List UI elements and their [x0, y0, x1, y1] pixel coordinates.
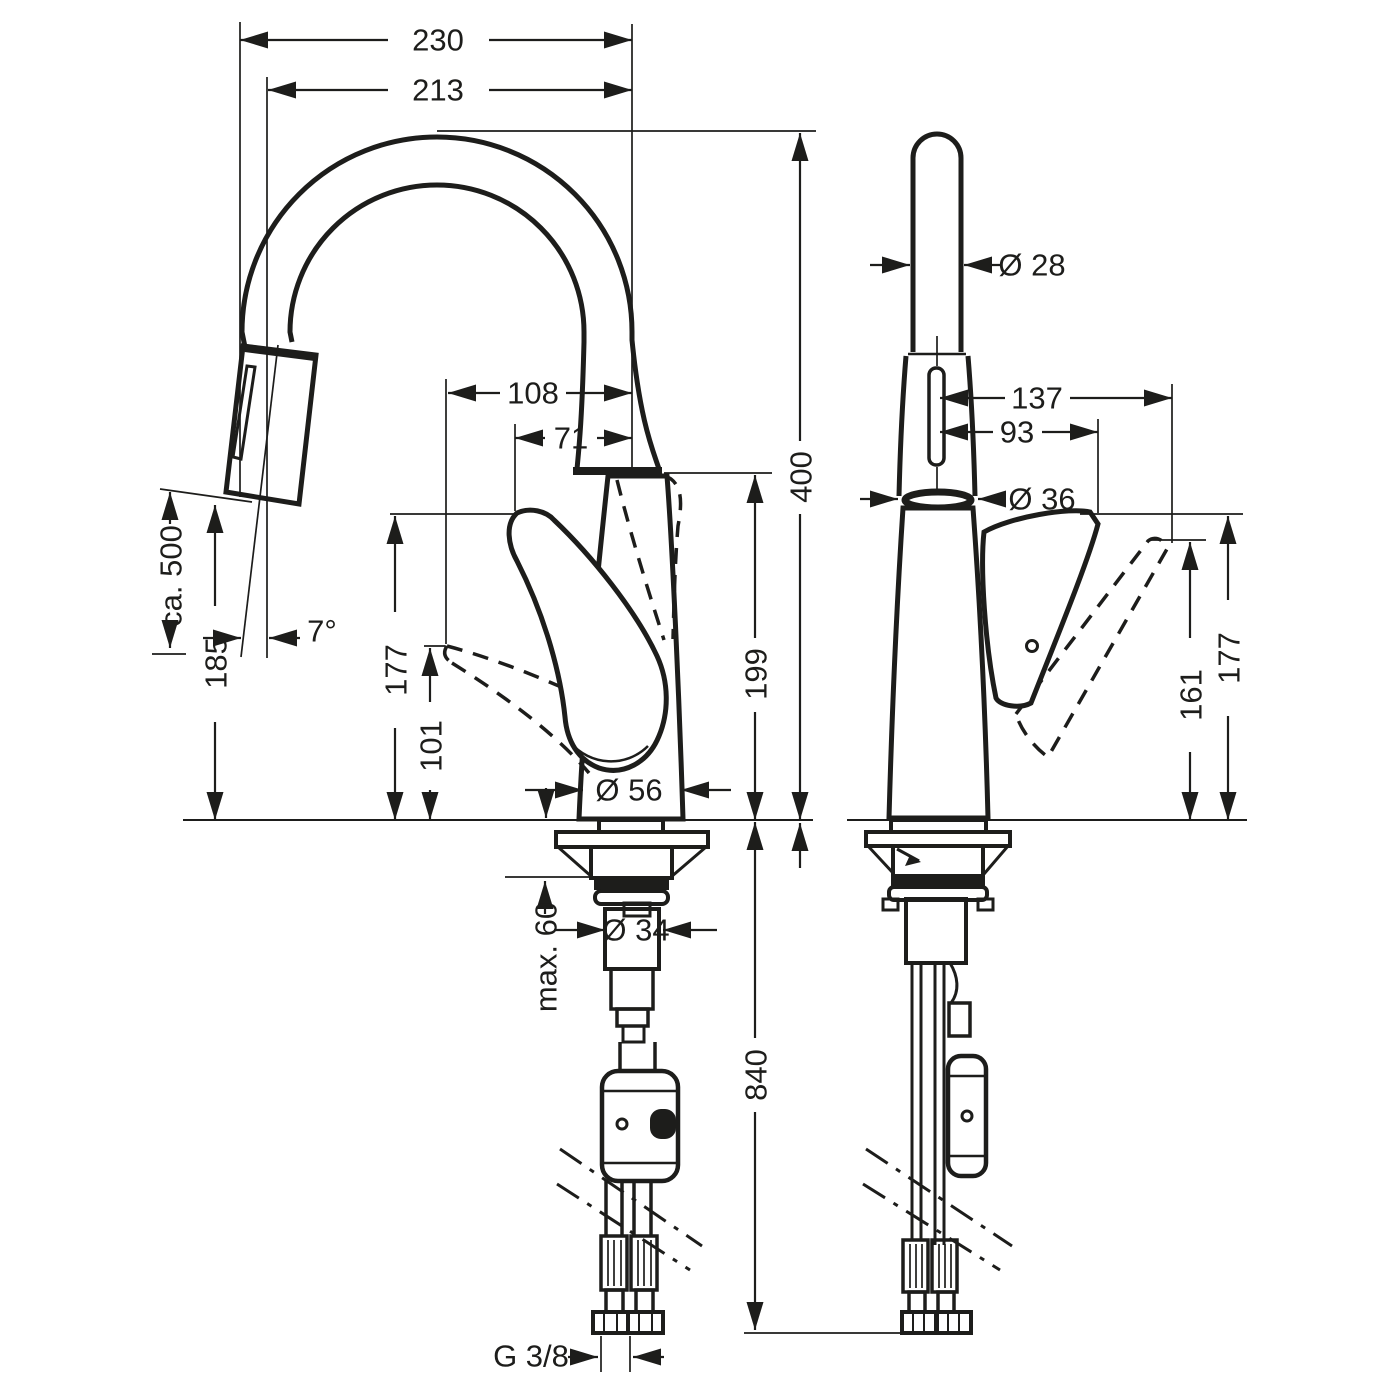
dim-label-230: 230 — [412, 23, 464, 58]
cut-plane-side-1 — [865, 1147, 1013, 1248]
dim-label-840: 840 — [739, 1049, 774, 1101]
dim-400: 400 — [784, 133, 819, 868]
dim-137: 137 — [940, 381, 1172, 416]
handle-pivot-screw — [1025, 639, 1039, 653]
dim-108: 108 — [448, 376, 632, 411]
check-valve-side — [945, 1053, 989, 1179]
hose-connector-2 — [621, 1024, 646, 1044]
spout-arc-inner — [287, 182, 587, 470]
valve-hole-side — [960, 1109, 974, 1123]
connection-nut-side-2 — [935, 1310, 973, 1335]
dim-label-71: 71 — [554, 421, 588, 456]
collar-left-side — [896, 355, 909, 497]
dim-ca500: ca. 500 — [152, 492, 189, 655]
dim-label-ca500: ca. 500 — [154, 525, 189, 627]
mount-block — [589, 845, 674, 880]
handle-dashed-low-top — [446, 644, 607, 710]
front-dimensions: 230 213 108 71 400 — [152, 22, 900, 1374]
dim-dia56: Ø 56 — [525, 773, 731, 808]
dim-230: 230 — [240, 23, 632, 58]
front-view — [159, 134, 813, 1335]
collar-right-side — [965, 355, 978, 497]
angle-ref-line — [240, 344, 279, 658]
block-mark-arrow — [905, 855, 921, 866]
spray-head-joint — [244, 344, 316, 361]
handle-lever-detail — [569, 741, 649, 763]
dim-dia28: Ø 28 — [870, 248, 1066, 283]
dim-dia36: Ø 36 — [860, 482, 1076, 517]
dim-177-side: 177 — [1212, 516, 1247, 820]
seal-ring-side — [891, 876, 985, 886]
dim-label-400: 400 — [784, 451, 819, 503]
body-cone-side — [886, 505, 991, 821]
dim-199: 199 — [739, 475, 774, 820]
check-valve — [599, 1068, 681, 1184]
dim-label-101: 101 — [414, 720, 449, 772]
connector-side — [947, 1001, 972, 1038]
dim-161: 161 — [1174, 542, 1209, 820]
dim-177-front: 177 — [379, 516, 414, 820]
dim-label-7deg: 7° — [307, 614, 337, 649]
handle-dashed-up-left — [615, 479, 666, 641]
dim-label-dia36: Ø 36 — [1008, 482, 1075, 517]
under-counter-side — [862, 818, 1013, 1335]
spout-arc-outer — [239, 134, 662, 470]
seal-ring — [594, 879, 669, 890]
dim-label-161: 161 — [1174, 669, 1209, 721]
dim-label-dia56: Ø 56 — [595, 773, 662, 808]
dim-label-177-side: 177 — [1212, 632, 1247, 684]
dim-label-185: 185 — [199, 637, 234, 689]
plate-brace-left — [557, 845, 593, 879]
washer-tab-left — [881, 897, 900, 912]
dim-g38: G 3/8 — [493, 1336, 664, 1374]
plate-brace-left-side — [866, 844, 896, 876]
spray-head-button — [231, 364, 257, 461]
handle-lever-front — [506, 507, 669, 773]
plate-brace-right-side — [982, 845, 1010, 875]
handle-dashed-side — [1014, 536, 1169, 760]
dim-label-108: 108 — [507, 376, 559, 411]
valve-label-patch — [650, 1109, 676, 1139]
side-dimensions: Ø 28 137 93 Ø 36 177 161 — [860, 248, 1247, 820]
dim-dia34: Ø 34 — [554, 913, 717, 948]
dim-213: 213 — [268, 73, 632, 108]
dim-101: 101 — [414, 648, 449, 820]
spout-pipe-side — [910, 131, 964, 352]
valve-hole — [615, 1117, 629, 1131]
handle-dashed-up-right — [662, 473, 683, 640]
handle-dashed-low-tip — [442, 645, 453, 665]
hose-hook — [948, 962, 959, 1004]
dim-label-dia34: Ø 34 — [602, 913, 669, 948]
outlet-ref-line — [159, 488, 253, 503]
dim-93: 93 — [940, 415, 1098, 450]
plate-brace-right — [670, 845, 707, 879]
dim-label-g38: G 3/8 — [493, 1339, 569, 1374]
dim-label-177-front: 177 — [379, 644, 414, 696]
side-view — [847, 131, 1247, 1335]
dim-label-213: 213 — [412, 73, 464, 108]
dim-label-199: 199 — [739, 648, 774, 700]
dim-840: 840 — [739, 822, 900, 1334]
handle-dashed-low-bottom — [451, 661, 591, 775]
under-counter-front — [554, 818, 710, 1335]
handle-lever-side — [980, 508, 1101, 709]
dim-label-93: 93 — [1000, 415, 1034, 450]
spray-slot — [927, 366, 946, 467]
dim-max60: max. 60 — [505, 788, 597, 1012]
dim-71: 71 — [515, 421, 632, 456]
dim-label-max60: max. 60 — [529, 902, 564, 1012]
dim-angle-7: 7° — [203, 344, 337, 658]
washer-tab-right — [976, 897, 995, 912]
dim-label-dia28: Ø 28 — [998, 248, 1065, 283]
dim-label-137: 137 — [1011, 381, 1063, 416]
connection-nut-2 — [626, 1310, 665, 1335]
